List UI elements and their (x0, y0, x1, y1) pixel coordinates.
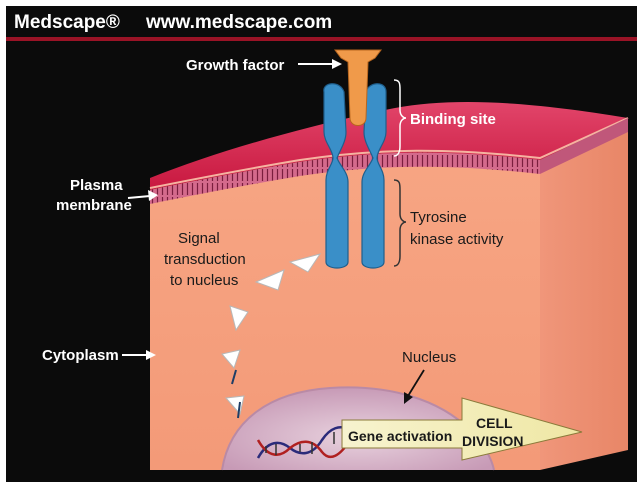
receptor-left-half (324, 84, 348, 268)
cell-division-label-line2: DIVISION (462, 433, 523, 449)
cytoplasm-label: Cytoplasm (42, 347, 119, 364)
plasma-membrane-label-line2: membrane (56, 197, 132, 214)
header-rule (6, 37, 637, 41)
gene-activation-label: Gene activation (348, 428, 452, 444)
tyrosine-kinase-label-line2: kinase activity (410, 231, 504, 248)
cell-side-face (540, 118, 628, 470)
tyrosine-kinase-label-line1: Tyrosine (410, 209, 467, 226)
nucleus-label: Nucleus (402, 349, 456, 366)
growth-factor-label: Growth factor (186, 57, 284, 74)
plasma-membrane-label-line1: Plasma (70, 177, 123, 194)
cell-division-label-line1: CELL (476, 415, 513, 431)
header-brand: Medscape® (14, 12, 120, 33)
signal-transduction-label-line3: to nucleus (170, 272, 238, 289)
binding-site-label: Binding site (410, 111, 496, 128)
signal-transduction-label-line1: Signal (178, 230, 220, 247)
header-url: www.medscape.com (145, 12, 332, 33)
signal-transduction-label-line2: transduction (164, 251, 246, 268)
